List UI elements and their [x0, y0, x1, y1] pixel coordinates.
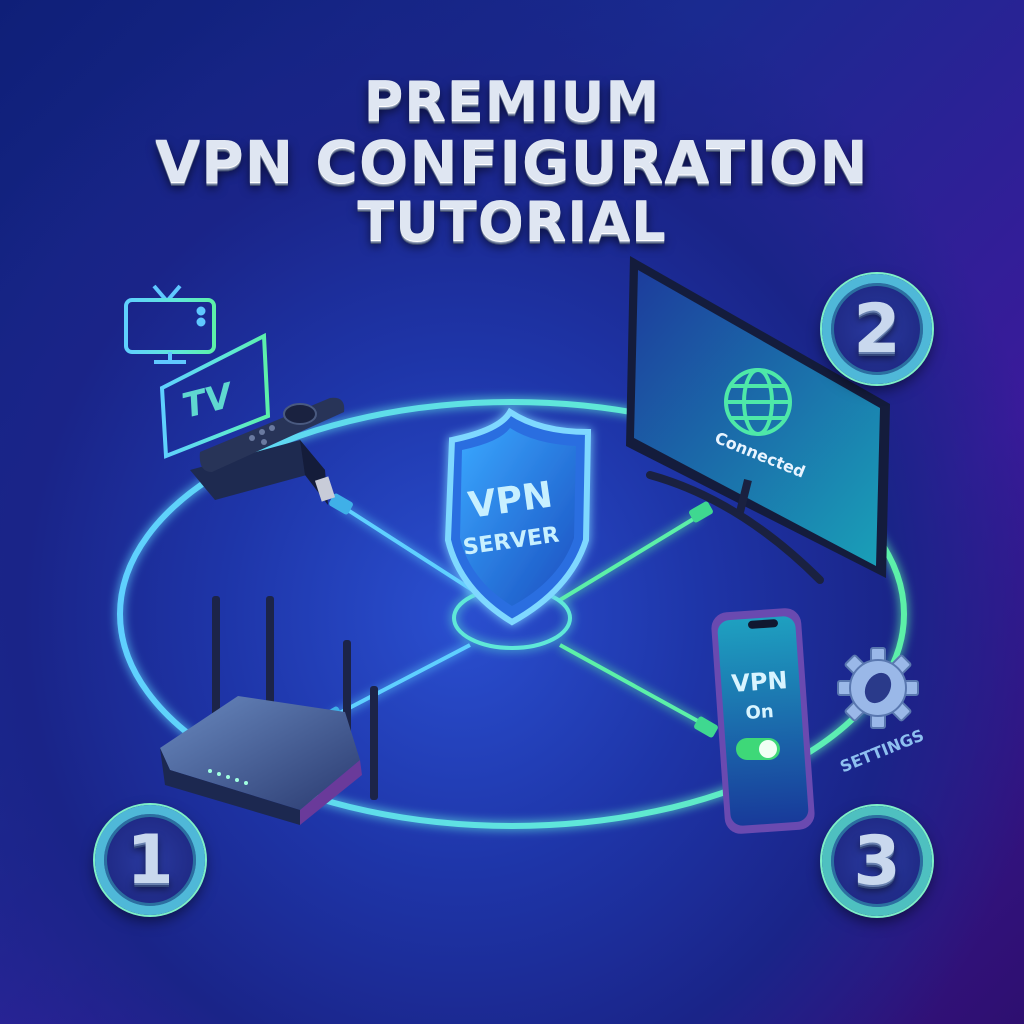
phone-vpn-label: VPN [730, 666, 788, 698]
cables [329, 503, 706, 727]
remote-control [199, 397, 345, 472]
phone-on-label: On [745, 701, 775, 724]
vpn-server-shield [444, 407, 592, 626]
vpn-toggle-switch[interactable] [736, 738, 780, 760]
title-line-3: TUTORIAL [357, 190, 667, 253]
title-line-2: VPN CONFIGURATION [155, 128, 869, 196]
streaming-stick [190, 440, 336, 505]
smartphone [711, 608, 815, 834]
step-badge-1: 1 [95, 805, 205, 915]
step-badge-2: 2 [822, 274, 932, 384]
title-line-1: PREMIUM [363, 70, 661, 133]
wifi-router [160, 596, 378, 825]
step-number-3: 3 [853, 821, 901, 901]
step-number-2: 2 [853, 289, 901, 369]
tv-icon [124, 284, 216, 364]
step-number-1: 1 [126, 820, 174, 900]
step-badge-3: 3 [822, 806, 932, 916]
network-ring [117, 399, 907, 829]
tv-icon-label: TV [178, 375, 238, 426]
settings-label: SETTINGS [837, 725, 926, 776]
globe-icon [724, 368, 792, 436]
gear-icon [837, 647, 919, 729]
